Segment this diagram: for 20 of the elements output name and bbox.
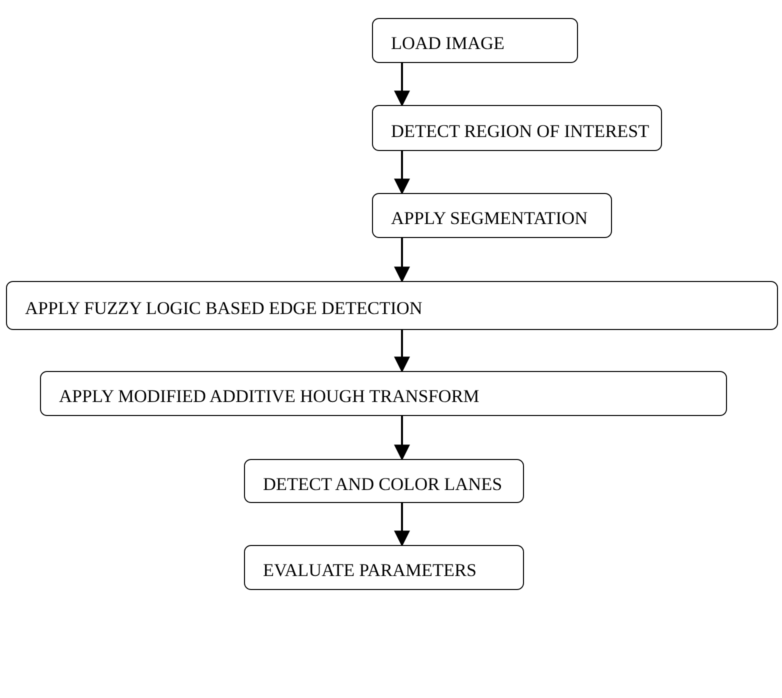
process-label: APPLY SEGMENTATION: [391, 208, 588, 229]
process-box: [372, 193, 612, 238]
arrow: [394, 63, 410, 107]
process-box: [40, 371, 727, 416]
process-label: APPLY FUZZY LOGIC BASED EDGE DETECTION: [25, 298, 422, 319]
process-label: DETECT AND COLOR LANES: [263, 474, 502, 494]
arrow: [394, 151, 410, 195]
process-label: EVALUATE PARAMETERS: [263, 560, 477, 581]
process-box: [372, 105, 662, 151]
arrow: [394, 503, 410, 547]
process-box: [372, 18, 578, 63]
process-label: DETECT REGION OF INTEREST: [391, 120, 650, 142]
arrow: [394, 238, 410, 283]
arrow: [394, 416, 410, 461]
arrow: [394, 330, 410, 373]
process-box: [6, 281, 778, 330]
process-label: APPLY MODIFIED ADDITIVE HOUGH TRANSFORM: [59, 386, 480, 407]
process-box: [244, 459, 524, 503]
process-label: LOAD IMAGE: [391, 33, 504, 54]
process-box: [244, 545, 524, 590]
